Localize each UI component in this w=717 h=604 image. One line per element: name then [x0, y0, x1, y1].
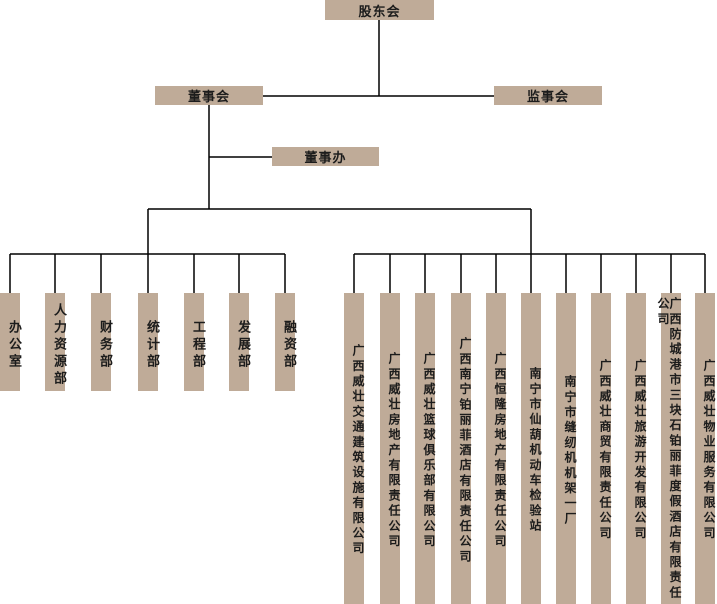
subsidiary-box: 广西南宁铂丽菲酒店有限责任公司 [451, 293, 472, 604]
subsidiary-box: 广西威壮篮球俱乐部有限公司 [415, 293, 436, 604]
supervisors-box: 监事会 [494, 86, 602, 105]
subsidiary-box: 广西威壮物业服务有限公司 [695, 293, 716, 604]
subsidiary-box: 广西恒隆房地产有限责任公司 [486, 293, 507, 604]
subsidiary-box: 广西威壮交通建筑设施有限公司 [344, 293, 365, 604]
department-box: 工程部 [184, 293, 205, 391]
subsidiary-box: 广西防城港市三块石铂丽菲度假酒店有限责任公司 [656, 293, 682, 604]
board-office-box: 董事办 [272, 147, 379, 166]
board-box: 董事会 [155, 86, 263, 105]
subsidiary-box: 广西威壮旅游开发有限公司 [626, 293, 647, 604]
shareholders-box: 股东会 [325, 0, 434, 20]
department-box: 融资部 [275, 293, 296, 391]
department-box: 发展部 [229, 293, 250, 391]
subsidiary-box: 南宁市缝纫机机架一厂 [556, 293, 577, 604]
department-box: 人力资源部 [45, 293, 66, 391]
department-box: 财务部 [91, 293, 112, 391]
subsidiary-box: 南宁市仙葫机动车检验站 [521, 293, 542, 604]
connector-lines [10, 20, 705, 255]
subsidiary-box: 广西威壮商贸有限责任公司 [591, 293, 612, 604]
branch-drops [9, 254, 706, 293]
subsidiary-box: 广西威壮房地产有限责任公司 [380, 293, 401, 604]
department-box: 办公室 [0, 293, 21, 391]
department-box: 统计部 [138, 293, 159, 391]
